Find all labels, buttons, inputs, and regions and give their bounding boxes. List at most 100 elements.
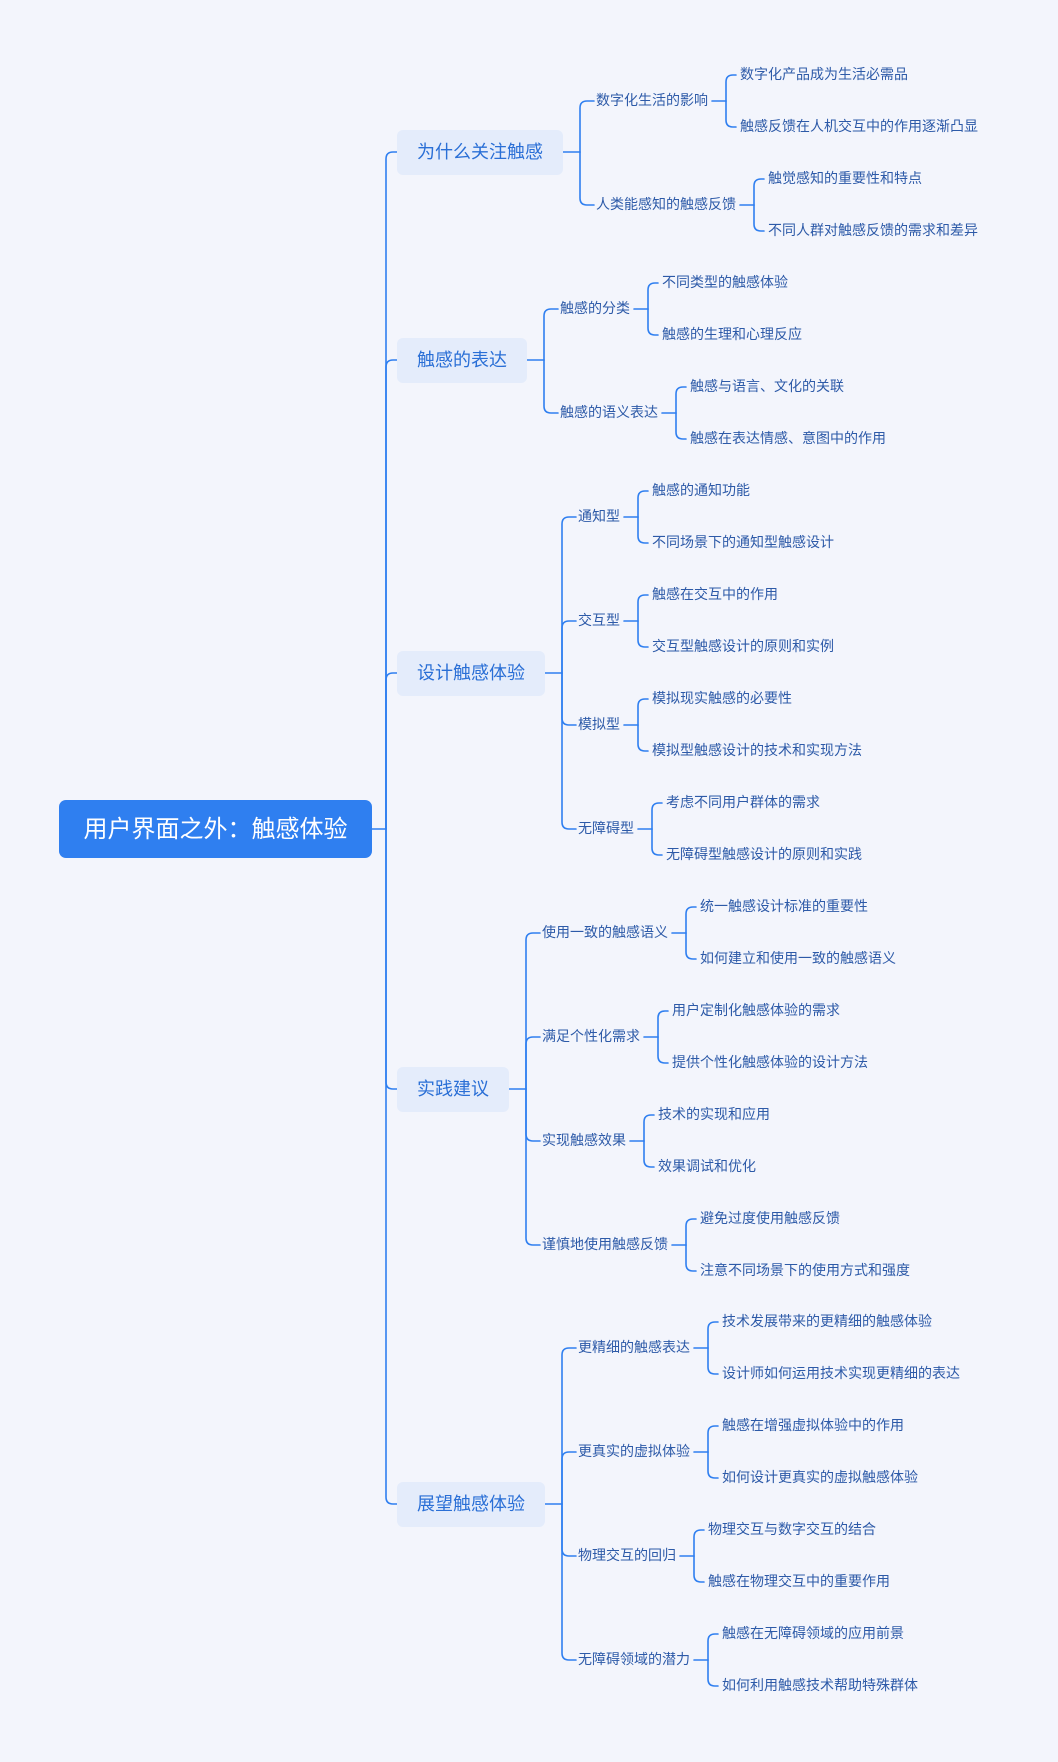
branch-node[interactable]: 设计触感体验 — [397, 650, 545, 696]
subtopic-connector — [561, 620, 577, 674]
subtopic-node[interactable]: 谨慎地使用触感反馈 — [542, 1237, 668, 1253]
leaf-node[interactable]: 不同场景下的通知型触感设计 — [652, 535, 834, 551]
leaf-connector — [707, 1633, 719, 1661]
branch-connector — [385, 828, 398, 1090]
leaf-node[interactable]: 如何设计更真实的虚拟触感体验 — [722, 1470, 918, 1486]
leaf-node[interactable]: 触感在表达情感、意图中的作用 — [690, 431, 886, 447]
subtopic-node[interactable]: 无障碍领域的潜力 — [578, 1652, 690, 1668]
leaf-node[interactable]: 提供个性化触感体验的设计方法 — [672, 1055, 868, 1071]
subtopic-node[interactable]: 使用一致的触感语义 — [542, 925, 668, 941]
leaf-node[interactable]: 注意不同场景下的使用方式和强度 — [700, 1263, 910, 1279]
leaf-connector — [637, 594, 649, 622]
leaf-connector — [647, 308, 659, 336]
leaf-node[interactable]: 技术发展带来的更精细的触感体验 — [722, 1314, 932, 1330]
leaf-connector — [707, 1451, 719, 1479]
subtopic-connector — [543, 308, 559, 361]
leaf-connector — [637, 490, 649, 518]
leaf-connector — [637, 698, 649, 726]
leaf-connector — [685, 932, 697, 960]
leaf-node[interactable]: 物理交互与数字交互的结合 — [708, 1522, 876, 1538]
subtopic-connector — [561, 1503, 577, 1661]
subtopic-connector — [561, 672, 577, 830]
leaf-connector — [643, 1140, 655, 1168]
leaf-connector — [657, 1010, 669, 1038]
branch-node[interactable]: 为什么关注触感 — [397, 129, 563, 175]
leaf-connector — [753, 204, 765, 232]
leaf-connector — [753, 178, 765, 206]
leaf-connector — [675, 412, 687, 440]
leaf-node[interactable]: 不同人群对触感反馈的需求和差异 — [768, 223, 978, 239]
leaf-connector — [637, 516, 649, 544]
leaf-node[interactable]: 触觉感知的重要性和特点 — [768, 171, 922, 187]
leaf-node[interactable]: 用户定制化触感体验的需求 — [672, 1003, 840, 1019]
leaf-node[interactable]: 模拟现实触感的必要性 — [652, 691, 792, 707]
subtopic-node[interactable]: 触感的语义表达 — [560, 405, 658, 421]
subtopic-node[interactable]: 交互型 — [578, 613, 620, 629]
leaf-connector — [685, 906, 697, 934]
subtopic-connector — [561, 1503, 577, 1557]
leaf-connector — [651, 828, 663, 856]
subtopic-connector — [525, 1088, 541, 1246]
leaf-node[interactable]: 无障碍型触感设计的原则和实践 — [666, 847, 862, 863]
branch-connector — [385, 828, 398, 1505]
branch-node[interactable]: 触感的表达 — [397, 337, 527, 383]
subtopic-node[interactable]: 满足个性化需求 — [542, 1029, 640, 1045]
leaf-connector — [725, 100, 737, 128]
leaf-node[interactable]: 触感在无障碍领域的应用前景 — [722, 1626, 904, 1642]
subtopic-node[interactable]: 更精细的触感表达 — [578, 1340, 690, 1356]
leaf-node[interactable]: 触感的生理和心理反应 — [662, 327, 802, 343]
leaf-node[interactable]: 触感在交互中的作用 — [652, 587, 778, 603]
leaf-node[interactable]: 不同类型的触感体验 — [662, 275, 788, 291]
subtopic-connector — [543, 359, 559, 414]
subtopic-node[interactable]: 模拟型 — [578, 717, 620, 733]
branch-connector — [385, 151, 398, 830]
subtopic-node[interactable]: 无障碍型 — [578, 821, 634, 837]
subtopic-node[interactable]: 更真实的虚拟体验 — [578, 1444, 690, 1460]
leaf-node[interactable]: 如何建立和使用一致的触感语义 — [700, 951, 896, 967]
leaf-node[interactable]: 模拟型触感设计的技术和实现方法 — [652, 743, 862, 759]
subtopic-connector — [525, 932, 541, 1090]
leaf-node[interactable]: 避免过度使用触感反馈 — [700, 1211, 840, 1227]
leaf-connector — [707, 1321, 719, 1349]
branch-node[interactable]: 展望触感体验 — [397, 1481, 545, 1527]
subtopic-node[interactable]: 触感的分类 — [560, 301, 630, 317]
subtopic-connector — [561, 516, 577, 674]
subtopic-node[interactable]: 物理交互的回归 — [578, 1548, 676, 1564]
leaf-node[interactable]: 触感在增强虚拟体验中的作用 — [722, 1418, 904, 1434]
root-node-title[interactable]: 用户界面之外：触感体验 — [59, 800, 372, 858]
leaf-node[interactable]: 触感与语言、文化的关联 — [690, 379, 844, 395]
subtopic-connector — [561, 672, 577, 726]
branch-connector — [385, 359, 398, 830]
leaf-node[interactable]: 技术的实现和应用 — [658, 1107, 770, 1123]
branch-connector — [385, 672, 398, 830]
leaf-connector — [637, 724, 649, 752]
branch-node[interactable]: 实践建议 — [397, 1066, 509, 1112]
leaf-node[interactable]: 触感在物理交互中的重要作用 — [708, 1574, 890, 1590]
leaf-connector — [707, 1425, 719, 1453]
leaf-connector — [643, 1114, 655, 1142]
subtopic-connector — [525, 1036, 541, 1090]
subtopic-node[interactable]: 人类能感知的触感反馈 — [596, 197, 736, 213]
subtopic-node[interactable]: 数字化生活的影响 — [596, 93, 708, 109]
subtopic-node[interactable]: 实现触感效果 — [542, 1133, 626, 1149]
leaf-connector — [693, 1555, 705, 1583]
leaf-node[interactable]: 触感的通知功能 — [652, 483, 750, 499]
subtopic-connector — [579, 100, 595, 153]
leaf-connector — [725, 74, 737, 102]
leaf-node[interactable]: 数字化产品成为生活必需品 — [740, 67, 908, 83]
leaf-connector — [647, 282, 659, 310]
leaf-node[interactable]: 效果调试和优化 — [658, 1159, 756, 1175]
leaf-node[interactable]: 统一触感设计标准的重要性 — [700, 899, 868, 915]
leaf-node[interactable]: 交互型触感设计的原则和实例 — [652, 639, 834, 655]
subtopic-node[interactable]: 通知型 — [578, 509, 620, 525]
subtopic-connector — [525, 1088, 541, 1142]
leaf-connector — [657, 1036, 669, 1064]
leaf-node[interactable]: 如何利用触感技术帮助特殊群体 — [722, 1678, 918, 1694]
leaf-node[interactable]: 考虑不同用户群体的需求 — [666, 795, 820, 811]
leaf-connector — [675, 386, 687, 414]
leaf-node[interactable]: 触感反馈在人机交互中的作用逐渐凸显 — [740, 119, 978, 135]
leaf-node[interactable]: 设计师如何运用技术实现更精细的表达 — [722, 1366, 960, 1382]
leaf-connector — [693, 1529, 705, 1557]
